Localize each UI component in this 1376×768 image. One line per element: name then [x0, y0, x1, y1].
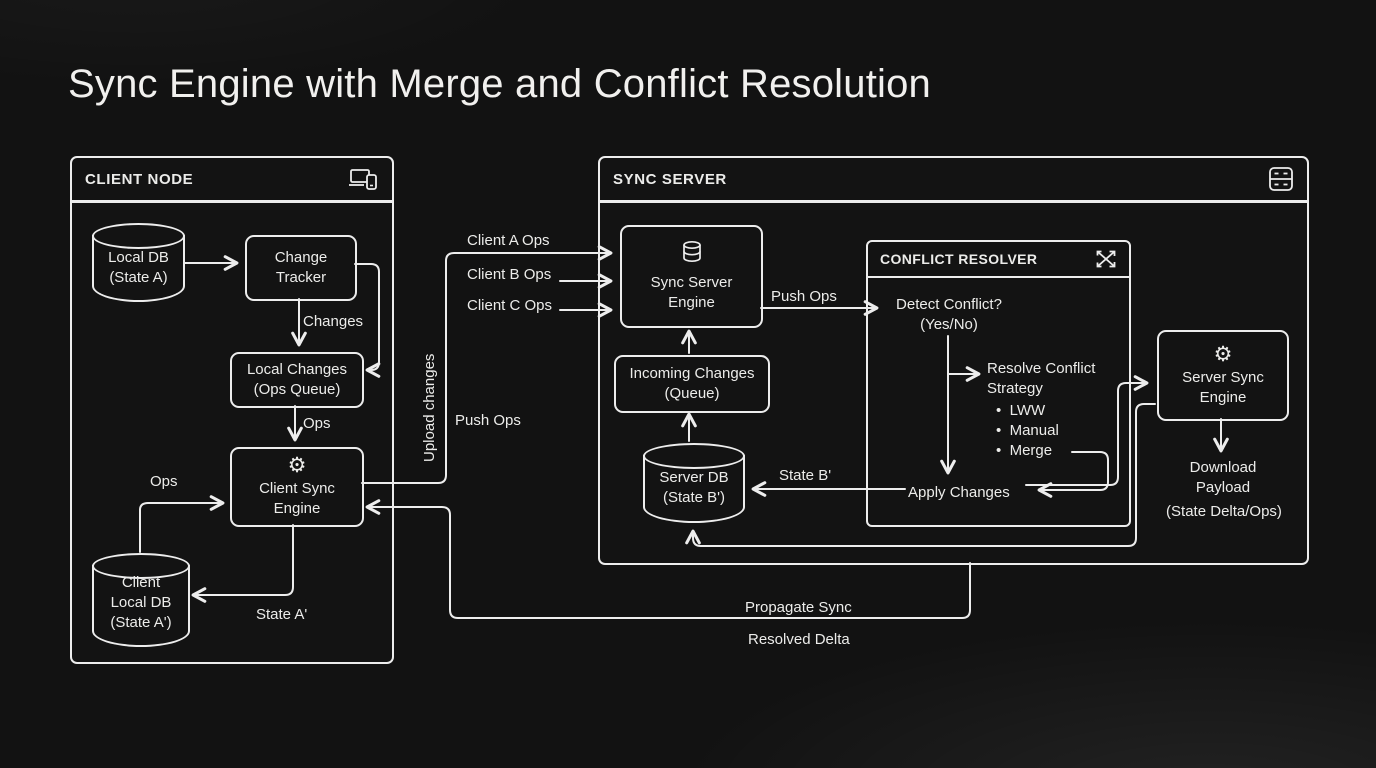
- change-tracker-node: Change Tracker: [245, 235, 357, 301]
- push-ops-server-label: Push Ops: [771, 288, 837, 305]
- local-db-cylinder: Local DB (State A): [92, 223, 185, 302]
- client-sync-engine-node: Client Sync Engine: [230, 447, 364, 527]
- gear-icon: [288, 455, 307, 477]
- client-sync-engine-label: Client Sync Engine: [259, 480, 335, 517]
- strategy-bullet-list: LWW Manual Merge: [996, 401, 1059, 461]
- devices-icon: [349, 167, 379, 191]
- shuffle-icon: [1095, 249, 1117, 269]
- conflict-resolver-title: CONFLICT RESOLVER: [880, 251, 1038, 267]
- sync-server-engine-label: Sync Server Engine: [650, 274, 733, 311]
- changes-label: Changes: [303, 313, 364, 330]
- sync-server-title: SYNC SERVER: [613, 170, 727, 188]
- sync-server-header: SYNC SERVER: [600, 158, 1307, 203]
- strategy-bullet-manual: Manual: [996, 421, 1059, 441]
- incoming-changes-node: Incoming Changes (Queue): [614, 355, 770, 413]
- client-a-ops-label: Client A Ops: [467, 232, 550, 249]
- server-sync-engine-node: Server Sync Engine: [1157, 330, 1289, 421]
- wire-upload-client-a-ops: [361, 245, 613, 484]
- local-db-label: Local DB (State A): [108, 249, 169, 286]
- state-b-label: State B': [779, 467, 832, 484]
- apply-changes-label: Apply Changes: [908, 484, 1010, 501]
- state-a-label: State A': [256, 606, 308, 623]
- client-local-db-label: Client Local DB (State A'): [110, 574, 172, 631]
- strategy-bullet-merge: Merge: [996, 441, 1059, 461]
- change-tracker-label: Change Tracker: [274, 249, 328, 286]
- resolved-delta-label: Resolved Delta: [748, 631, 850, 648]
- strategy-bullet-lww: LWW: [996, 401, 1059, 421]
- server-db-label: Server DB (State B'): [659, 469, 729, 506]
- local-changes-node: Local Changes (Ops Queue): [230, 352, 364, 408]
- client-node-title: CLIENT NODE: [85, 170, 194, 188]
- server-sync-engine-label: Server Sync Engine: [1182, 368, 1264, 406]
- gear-icon: [1214, 344, 1233, 366]
- resolve-strategy-label: Resolve Conflict Strategy: [987, 360, 1096, 397]
- detect-conflict-label: Detect Conflict? (Yes/No): [896, 296, 1002, 333]
- ops-down-label: Ops: [303, 415, 331, 432]
- local-changes-label: Local Changes (Ops Queue): [246, 361, 348, 398]
- sync-server-engine-node: Sync Server Engine: [620, 225, 763, 328]
- upload-changes-label: Upload changes: [421, 353, 438, 462]
- client-b-ops-label: Client B Ops: [467, 266, 552, 283]
- push-ops-client-label: Push Ops: [455, 412, 521, 429]
- state-delta-label: (State Delta/Ops): [1166, 503, 1282, 520]
- database-icon: [680, 240, 704, 270]
- ops-left-label: Ops: [150, 473, 178, 490]
- client-local-db-cylinder: Client Local DB (State A'): [92, 553, 190, 647]
- incoming-changes-label: Incoming Changes (Queue): [629, 365, 755, 402]
- client-c-ops-label: Client C Ops: [467, 297, 553, 314]
- propagate-sync-label: Propagate Sync: [745, 599, 852, 616]
- diagram-title: Sync Engine with Merge and Conflict Reso…: [68, 62, 931, 106]
- server-rack-icon: [1268, 166, 1294, 192]
- server-db-cylinder: Server DB (State B'): [643, 443, 745, 523]
- download-payload-label: Download Payload: [1189, 459, 1257, 496]
- conflict-resolver-header: CONFLICT RESOLVER: [868, 242, 1129, 278]
- client-node-header: CLIENT NODE: [72, 158, 392, 203]
